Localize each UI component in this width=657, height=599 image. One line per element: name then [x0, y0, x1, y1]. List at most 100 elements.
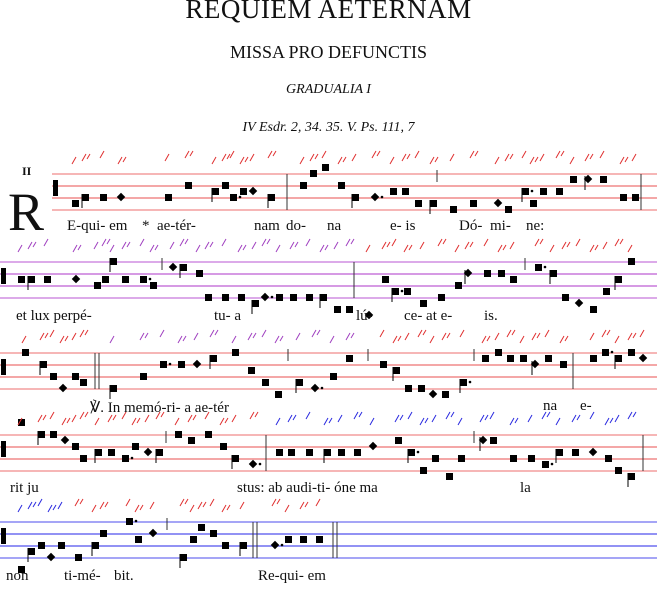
square-note [126, 518, 133, 525]
neume-sign [17, 244, 23, 253]
neume-sign [337, 156, 347, 165]
rhombus-note [574, 298, 584, 308]
neume-sign [204, 241, 214, 250]
punctum-mora [400, 289, 404, 293]
square-note [320, 294, 327, 301]
square-note [268, 194, 275, 201]
neume-sign [99, 501, 109, 510]
square-note [460, 379, 467, 386]
neume-sign [401, 153, 411, 162]
square-note [484, 270, 491, 277]
square-note [510, 455, 517, 462]
neume-sign [631, 153, 637, 162]
neume-sign [506, 329, 516, 338]
square-note [346, 355, 353, 362]
neume-sign [204, 411, 210, 420]
square-note [22, 349, 29, 356]
square-note [432, 455, 439, 462]
neume-sign [149, 244, 159, 253]
neume-sign [454, 244, 460, 253]
rhombus-note [60, 435, 70, 445]
neume-sign [571, 414, 581, 423]
square-note [212, 188, 219, 195]
neume-sign [534, 238, 544, 247]
square-note [178, 361, 185, 368]
neume-sign [575, 238, 581, 247]
square-note [615, 467, 622, 474]
neume-sign [589, 332, 595, 341]
neume-sign [549, 244, 555, 253]
neume-sign [231, 414, 237, 423]
square-note [404, 288, 411, 295]
neume-sign [27, 241, 37, 250]
square-note [275, 391, 282, 398]
neume-sign [479, 414, 489, 423]
neume-sign [619, 156, 629, 165]
square-note [346, 306, 353, 313]
square-note [322, 164, 329, 171]
square-note [165, 194, 172, 201]
square-note [498, 270, 505, 277]
punctum-mora [550, 462, 554, 466]
rhombus-note [463, 268, 473, 278]
square-note [240, 188, 247, 195]
square-note [306, 294, 313, 301]
initial-letter: R [8, 182, 45, 242]
neume-sign [589, 244, 599, 253]
square-note [28, 548, 35, 555]
neume-sign [209, 498, 215, 507]
square-note [276, 449, 283, 456]
neume-sign [504, 153, 514, 162]
neume-sign [601, 329, 611, 338]
square-note [528, 455, 535, 462]
square-note [507, 355, 514, 362]
neume-sign [71, 332, 77, 341]
neume-sign [49, 329, 55, 338]
neume-sign [403, 244, 413, 253]
lyric-syllable: ne: [526, 218, 545, 234]
square-note [100, 530, 107, 537]
square-note [510, 276, 517, 283]
square-note [615, 276, 622, 283]
neume-sign [469, 150, 479, 159]
square-note [520, 355, 527, 362]
square-note [490, 437, 497, 444]
lyric-syllable: mi- [490, 218, 511, 234]
neume-sign [404, 332, 410, 341]
neume-sign [419, 241, 425, 250]
lyric-syllable: Dó- [459, 218, 483, 234]
square-note [150, 282, 157, 289]
neume-sign [614, 238, 624, 247]
square-note [556, 449, 563, 456]
lyric-syllable: et lux perpé- [16, 308, 92, 324]
square-note [185, 182, 192, 189]
square-note [628, 473, 635, 480]
rhombus-note [428, 389, 438, 399]
rhombus-note [493, 198, 503, 208]
neume-sign [239, 156, 249, 165]
neume-sign [174, 417, 180, 426]
square-note [545, 355, 552, 362]
chant-title: REQUIEM AETERNAM [185, 0, 472, 24]
square-note [382, 276, 389, 283]
neume-sign [71, 414, 77, 423]
square-note [180, 264, 187, 271]
neume-sign [309, 153, 319, 162]
neume-sign [521, 150, 527, 159]
square-note [602, 349, 609, 356]
neume-sign [489, 411, 495, 420]
square-note [334, 306, 341, 313]
neume-sign [231, 335, 237, 344]
neume-sign [392, 335, 402, 344]
neume-sign [381, 241, 391, 250]
lyric-syllable: la [520, 480, 531, 496]
square-note [18, 566, 25, 573]
square-note [535, 264, 542, 271]
neume-sign [169, 241, 175, 250]
lyric-syllable: na [327, 218, 342, 234]
square-note [482, 355, 489, 362]
square-note [18, 276, 25, 283]
neume-sign [229, 150, 235, 159]
neume-sign [627, 332, 637, 341]
neume-sign [305, 411, 311, 420]
